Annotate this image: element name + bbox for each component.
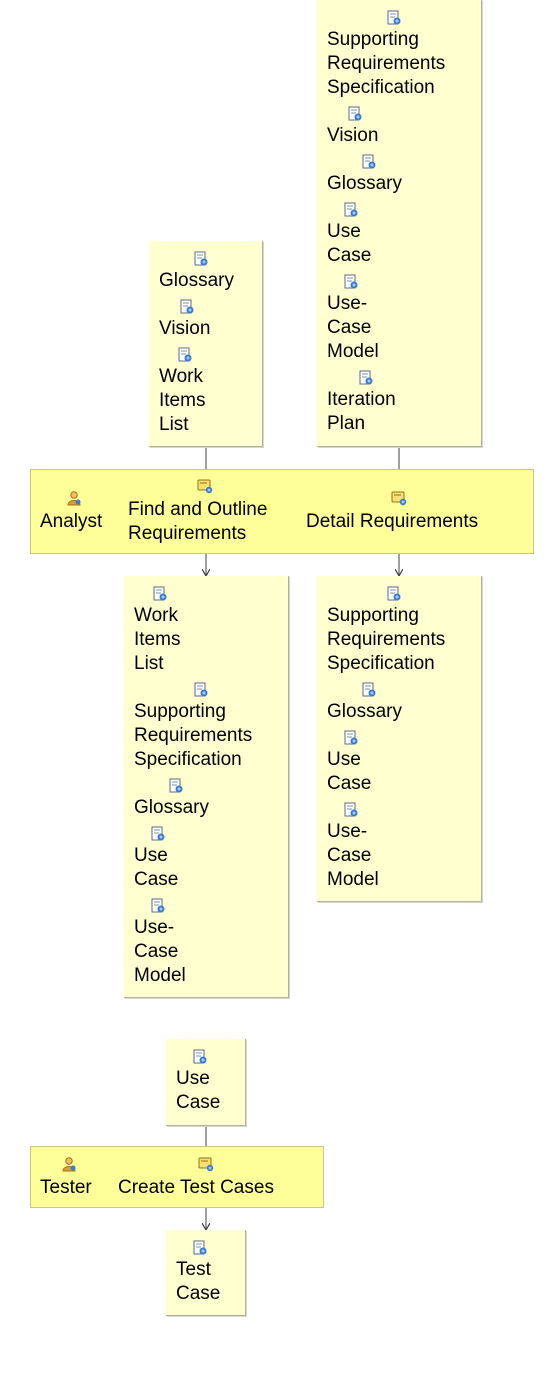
artifact-label: Test Case — [176, 1259, 221, 1304]
artifact-label: Supporting Requirements Specification — [134, 701, 253, 770]
artifact-label: Vision — [159, 318, 211, 339]
artifact-label: Use Case — [327, 221, 372, 266]
artifact-label: Supporting Requirements Specification — [327, 605, 446, 674]
artifact-label: Glossary — [327, 701, 402, 722]
artifact-document-icon — [193, 1240, 207, 1255]
task-label: Find and Outline Requirements — [128, 499, 268, 544]
artifact-document-icon — [348, 106, 362, 121]
task-label: Detail Requirements — [306, 511, 479, 532]
role-label: Analyst — [40, 511, 103, 532]
artifact-document-icon — [151, 898, 165, 913]
task-icon — [198, 1157, 214, 1172]
artifact-document-icon — [387, 586, 401, 601]
output-artifacts-find: Work Items List Supporting Requirements … — [124, 576, 289, 998]
artifact-document-icon — [344, 730, 358, 745]
output-artifacts-create-test-cases: Test Case — [166, 1230, 246, 1316]
tester-task-band: Tester Create Test Cases — [30, 1146, 324, 1208]
role-label: Tester — [40, 1177, 92, 1198]
artifact-document-icon — [178, 347, 192, 362]
role-person-icon — [62, 1157, 76, 1172]
artifact-document-icon — [344, 202, 358, 217]
artifact-document-icon — [180, 299, 194, 314]
task-label: Create Test Cases — [118, 1177, 274, 1198]
artifact-label: Use Case — [134, 845, 179, 890]
artifact-document-icon — [151, 826, 165, 841]
artifact-document-icon — [193, 1049, 207, 1064]
task-icon — [391, 491, 407, 506]
input-artifacts-create-test-cases: Use Case — [166, 1039, 246, 1126]
artifact-document-icon — [169, 778, 183, 793]
role-person-icon — [67, 491, 81, 506]
artifact-label: Use- Case Model — [327, 821, 379, 890]
artifact-label: Vision — [327, 125, 379, 146]
artifact-label: Iteration Plan — [327, 389, 396, 434]
artifact-label: Use- Case Model — [327, 293, 379, 362]
artifact-label: Work Items List — [134, 605, 181, 674]
artifact-label: Use Case — [176, 1068, 221, 1113]
artifact-label: Glossary — [159, 270, 234, 291]
artifact-label: Use- Case Model — [134, 917, 186, 986]
analyst-task-band: Analyst Find and Outline Requirements De… — [30, 469, 534, 554]
artifact-label: Glossary — [327, 173, 402, 194]
task-icon — [197, 479, 213, 494]
artifact-document-icon — [362, 682, 376, 697]
artifact-document-icon — [344, 274, 358, 289]
artifact-document-icon — [194, 251, 208, 266]
input-artifacts-find: Glossary Vision Work Items List — [149, 241, 263, 447]
artifact-document-icon — [362, 154, 376, 169]
output-artifacts-detail: Supporting Requirements Specification Gl… — [317, 576, 482, 902]
artifact-label: Supporting Requirements Specification — [327, 29, 446, 98]
artifact-document-icon — [153, 586, 167, 601]
artifact-label: Glossary — [134, 797, 209, 818]
artifact-document-icon — [359, 370, 373, 385]
artifact-label: Work Items List — [159, 366, 206, 435]
artifact-document-icon — [344, 802, 358, 817]
artifact-document-icon — [387, 10, 401, 25]
artifact-label: Use Case — [327, 749, 372, 794]
input-artifacts-detail: Supporting Requirements Specification Vi… — [317, 0, 482, 447]
artifact-document-icon — [194, 682, 208, 697]
